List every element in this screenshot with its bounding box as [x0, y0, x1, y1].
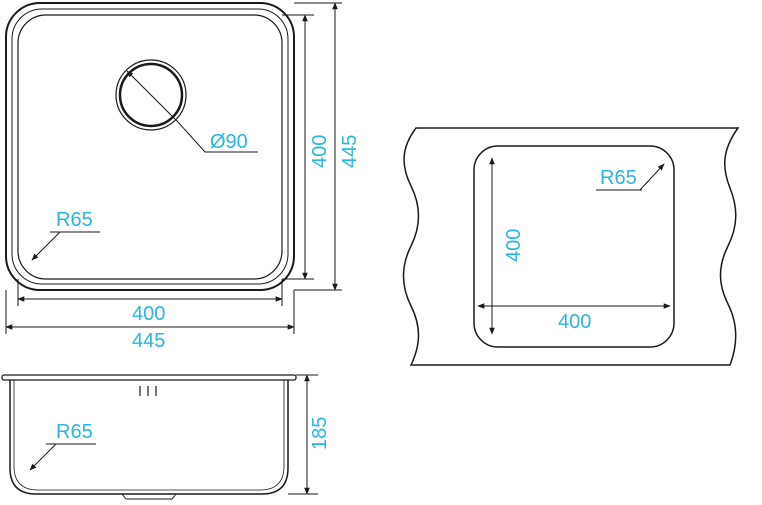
- cutout-radius-arrow: [639, 163, 665, 191]
- side-flange: [1, 374, 297, 381]
- overflow-slots: [139, 386, 157, 396]
- corner-radius-arrow: [31, 231, 61, 261]
- drain-inner-ring: [118, 62, 184, 128]
- side-corner-radius-label: R65: [56, 421, 93, 443]
- side-view: R65 185: [1, 374, 331, 500]
- side-corner-radius-arrow: [29, 443, 57, 471]
- cutout-width-label: 400: [558, 311, 591, 333]
- depth-label: 185: [309, 417, 331, 450]
- top-view: Ø90 R65 400 445 400 445: [5, 2, 361, 352]
- inner-height-label: 400: [309, 135, 331, 168]
- drain-diameter-line: [126, 70, 179, 123]
- drain-outlet-stub: [121, 493, 177, 500]
- countertop-outline: [402, 127, 740, 366]
- cutout-radius-label: R65: [600, 167, 637, 189]
- drain-outer-ring: [115, 59, 187, 131]
- drain-leader: [177, 121, 258, 153]
- cutout-view: 400 400 R65: [402, 127, 740, 366]
- side-bowl-inner: [13, 380, 285, 491]
- cutout-height-label: 400: [503, 229, 525, 262]
- sink-rim-inner-edge: [11, 8, 289, 285]
- sink-bowl-outline: [17, 14, 283, 280]
- inner-width-label: 400: [132, 303, 165, 325]
- sink-outer-rim: [5, 2, 295, 291]
- side-bowl-profile: [9, 380, 289, 495]
- outer-height-label: 445: [339, 135, 361, 168]
- drain-diameter-label: Ø90: [210, 131, 248, 153]
- outer-width-label: 445: [132, 330, 165, 352]
- cutout-opening: [473, 145, 675, 348]
- corner-radius-label: R65: [56, 209, 93, 231]
